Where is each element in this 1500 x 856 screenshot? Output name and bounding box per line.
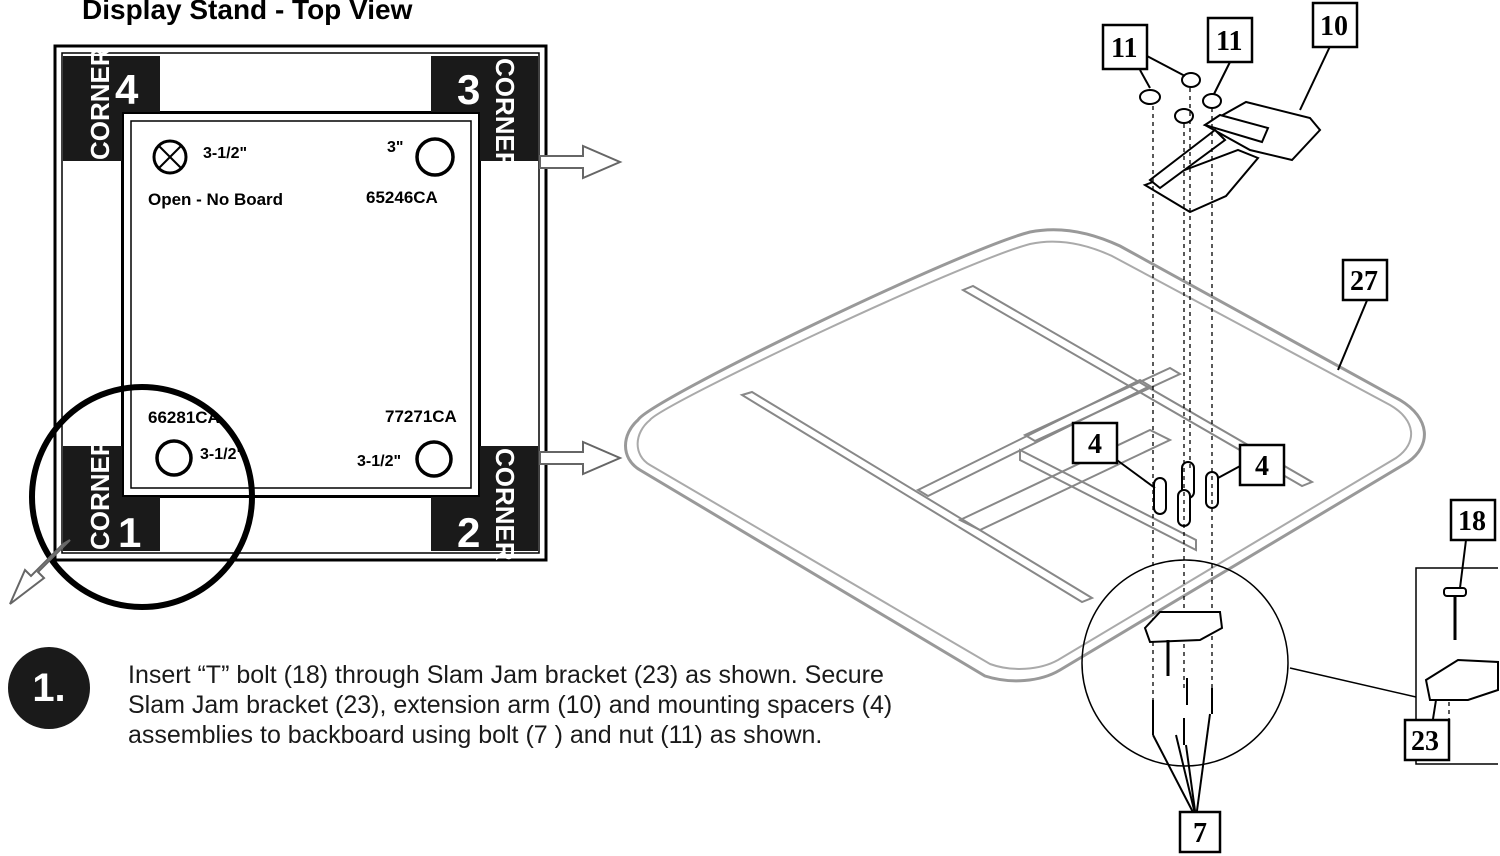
callout-nut-b-label: 11 [1216,26,1242,57]
hole-bottom-right-size: 3-1/2" [357,453,401,470]
corner-3-word: CORNER [490,58,520,171]
detail-bracket [1424,658,1499,701]
exploded-view [624,72,1499,767]
hole-bottom-right: 77271CA 3-1/2" [357,407,457,478]
corner-2-tab: 2 CORNER [431,446,538,561]
callout-bracket-label: 23 [1411,726,1439,757]
callout-nut-a: 11 [1101,23,1149,71]
hole-bottom-right-code: 77271CA [385,407,457,426]
nut [1174,108,1194,124]
hole-top-left-size: 3-1/2" [203,145,247,162]
callout-bolt-label: 7 [1193,818,1207,849]
detail-circle [1081,559,1289,767]
frame-rail [1019,448,1197,552]
detail-box [1415,567,1498,765]
corner-2-number: 2 [457,509,480,556]
corner-4-word: CORNER [85,47,115,160]
hole-top-right-code: 65246CA [366,188,438,207]
nut [1202,93,1222,109]
corner-1-highlight-circle [29,384,255,610]
spacer [1153,477,1167,515]
backboard-rim-inner [636,240,1413,670]
hole-bottom-left: 66281CA 3-1/2" [148,408,244,477]
hole-icon [415,440,453,478]
top-view-panel: CORNER 4 3 CORNER CORNER 1 2 CORNER 3-1/… [9,44,623,610]
callout-spacer-a: 4 [1071,421,1119,465]
callout-nut-a-label: 11 [1111,33,1137,64]
arrow-right-icon [539,440,623,476]
callout-t-bolt-label: 18 [1458,506,1486,537]
corner-1-word: CORNER [85,437,115,550]
callout-backboard: 27 [1341,258,1389,302]
frame-rail [957,428,1173,532]
arrow-down-left-icon [9,539,71,605]
hole-top-right: 3" 65246CA [366,137,455,207]
callout-spacer-a-label: 4 [1088,429,1102,460]
callout-bolt: 7 [1178,810,1222,854]
frame-rail [739,390,1095,604]
callout-t-bolt: 18 [1449,498,1497,542]
arrow-right-icon [539,144,623,180]
outer-frame-bevel [61,52,540,554]
page-title: Display Stand - Top View [82,0,413,25]
nut [1181,72,1201,88]
frame-rail [960,284,1315,488]
corner-1-number: 1 [118,509,141,556]
corner-4-number: 4 [115,66,139,113]
hole-icon [155,439,193,477]
corner-3-number: 3 [457,66,480,113]
callout-bracket: 23 [1403,718,1451,762]
corner-1-tab: CORNER 1 [63,437,160,556]
hole-bottom-left-size: 3-1/2" [200,446,244,463]
backboard-rim [624,228,1426,683]
callout-arm: 10 [1311,1,1359,49]
hole-top-left-note: Open - No Board [148,190,283,209]
corner-4-tab: CORNER 4 [63,47,160,161]
callout-arm-label: 10 [1320,11,1348,42]
callout-nut-b: 11 [1206,16,1254,64]
extension-arm [1142,100,1322,214]
hole-top-right-size: 3" [387,139,403,156]
step-instructions: Insert “T” bolt (18) through Slam Jam br… [128,661,893,749]
hole-icon [415,137,455,177]
nut [1139,89,1161,105]
callout-backboard-label: 27 [1350,266,1378,297]
slam-jam-bracket [1143,611,1224,676]
corner-2-word: CORNER [490,448,520,561]
hole-bottom-left-code: 66281CA [148,408,220,427]
step-number-badge: 1. [8,647,90,729]
hole-top-left: 3-1/2" Open - No Board [148,139,283,209]
callout-spacer-b-label: 4 [1255,451,1269,482]
t-bolt [1443,587,1467,640]
frame-rail [1022,366,1183,443]
callout-spacer-b: 4 [1238,443,1286,487]
